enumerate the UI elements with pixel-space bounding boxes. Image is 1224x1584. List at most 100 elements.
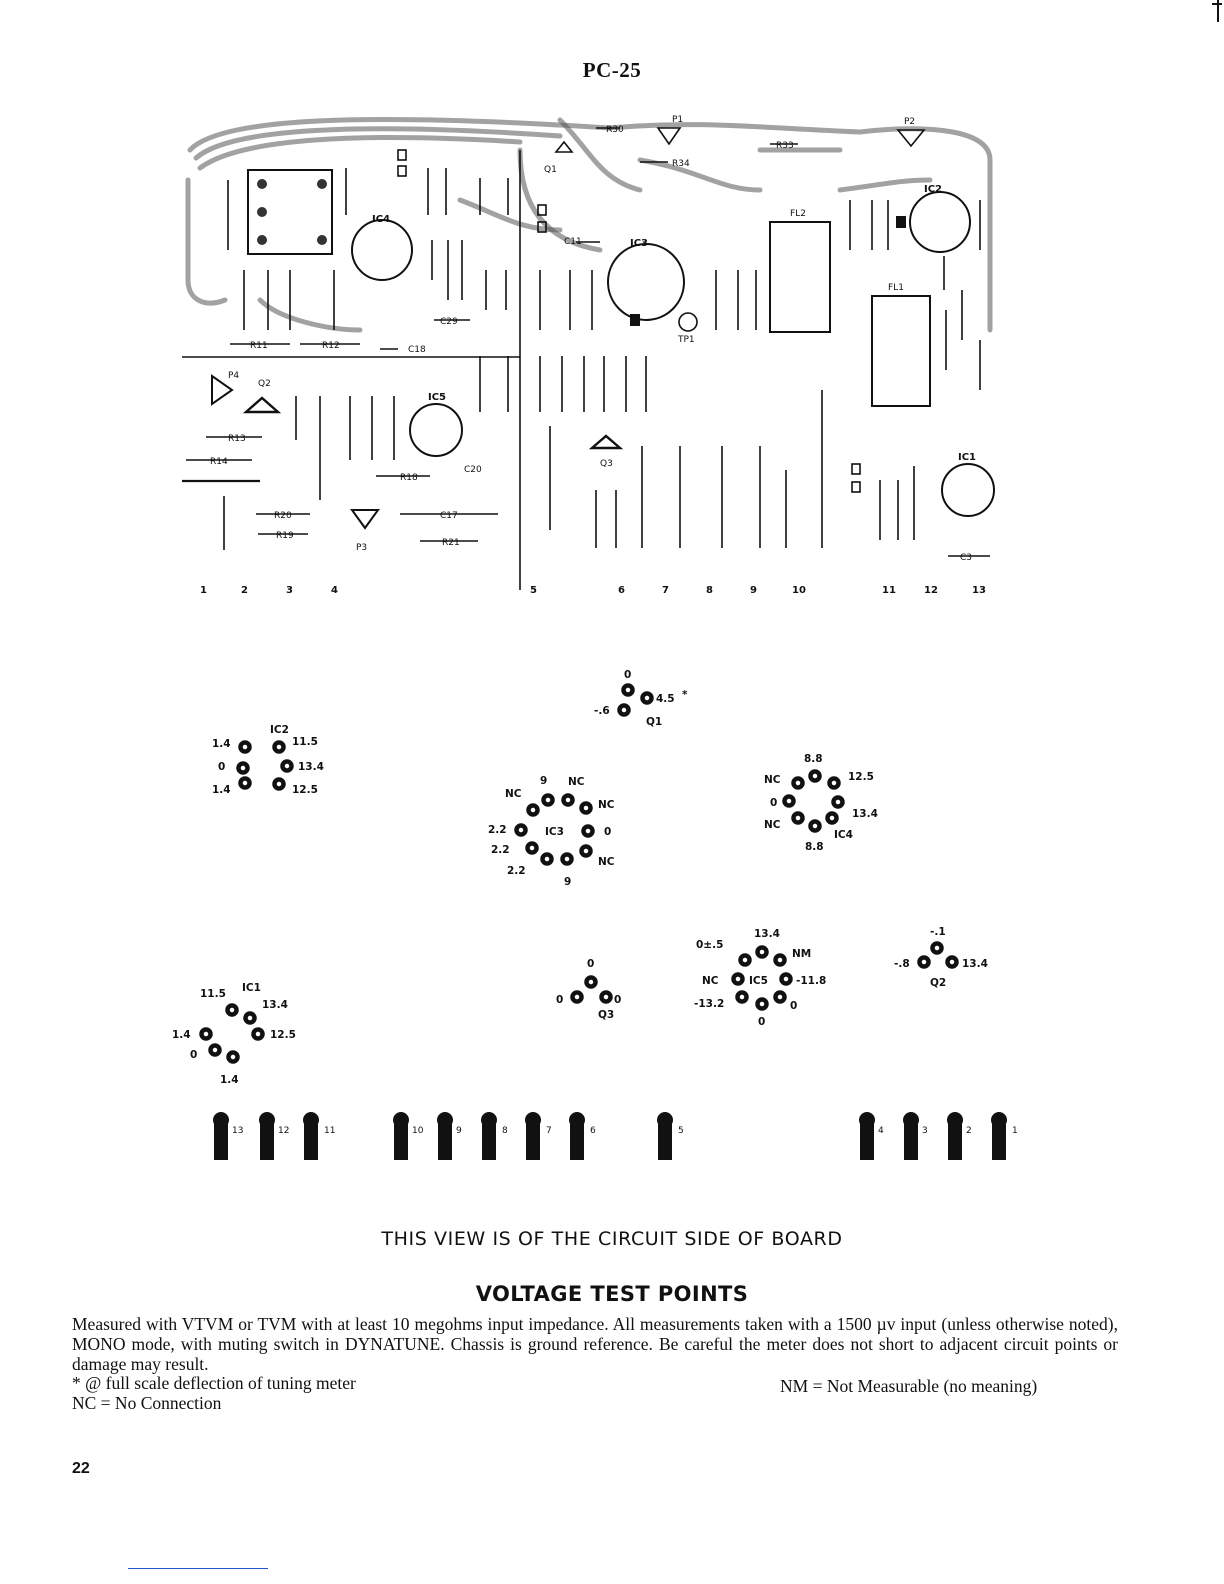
pin-voltage: 0 xyxy=(614,994,621,1006)
svg-text:5: 5 xyxy=(678,1126,684,1136)
edge-terminal: 12 xyxy=(259,1112,289,1160)
svg-text:TP1: TP1 xyxy=(677,335,695,345)
pin-voltage: 2.2 xyxy=(491,844,510,856)
pin-voltage: 13.4 xyxy=(262,999,288,1011)
socket-ic2: IC2 1.4 0 1.4 11.5 13.4 12.5 xyxy=(212,724,324,796)
svg-text:8: 8 xyxy=(502,1126,508,1136)
edge-terminal: 8 xyxy=(481,1112,508,1160)
top-components xyxy=(247,127,971,407)
pin-voltage: 0 xyxy=(218,761,225,773)
svg-text:IC3: IC3 xyxy=(630,238,648,249)
terminal-number: 1 xyxy=(200,585,207,596)
pin-voltage: 4.5 xyxy=(656,693,675,705)
socket-label: IC5 xyxy=(749,975,768,987)
svg-text:12: 12 xyxy=(278,1126,289,1136)
pin-voltage: NC xyxy=(505,788,522,800)
socket-label: IC1 xyxy=(242,982,261,994)
page-number: 22 xyxy=(72,1460,90,1477)
svg-text:R20: R20 xyxy=(274,511,292,521)
socket-q2: -.1 -.8 13.4 Q2 xyxy=(894,926,988,989)
edge-terminal: 4 xyxy=(859,1112,884,1160)
socket-q1: 0 4.5 * -.6 Q1 xyxy=(594,669,688,728)
pin-voltage: -13.2 xyxy=(694,998,724,1010)
pin-voltage: 12.5 xyxy=(848,771,874,783)
terminal-number: 9 xyxy=(750,585,757,596)
svg-text:Q1: Q1 xyxy=(544,165,557,175)
terminal-number: 10 xyxy=(792,585,806,596)
socket-label: IC3 xyxy=(545,826,564,838)
svg-text:C18: C18 xyxy=(408,345,426,355)
svg-text:P3: P3 xyxy=(356,543,367,553)
pin-voltage: NC xyxy=(764,819,781,831)
svg-text:P4: P4 xyxy=(228,371,239,381)
svg-text:11: 11 xyxy=(324,1126,335,1136)
edge-terminal: 11 xyxy=(303,1112,335,1160)
svg-text:IC4: IC4 xyxy=(372,214,390,225)
pin-voltage: 0 xyxy=(604,826,611,838)
socket-ic5: 13.4 0±.5 NM NC IC5 -11.8 -13.2 0 0 xyxy=(694,928,826,1028)
component-labels: R30 P1 R33 P2 R34 IC2 IC4 IC3 FL2 FL1 TP… xyxy=(210,115,976,563)
edge-terminal: 13 xyxy=(213,1112,243,1160)
pin-voltage: NC xyxy=(764,774,781,786)
pin-voltage: NC xyxy=(702,975,719,987)
svg-text:R12: R12 xyxy=(322,341,340,351)
svg-text:R13: R13 xyxy=(228,434,246,444)
svg-text:IC5: IC5 xyxy=(428,392,446,403)
terminal-number: 8 xyxy=(706,585,713,596)
edge-terminal: 9 xyxy=(437,1112,462,1160)
svg-text:R34: R34 xyxy=(672,159,690,169)
svg-text:IC2: IC2 xyxy=(924,184,942,195)
svg-text:9: 9 xyxy=(456,1126,462,1136)
socket-q3: 0 0 0 Q3 xyxy=(556,958,621,1021)
terminal-number: 11 xyxy=(882,585,896,596)
pin-voltage: 0 xyxy=(790,1000,797,1012)
terminal-number: 2 xyxy=(241,585,248,596)
pin-voltage: 12.5 xyxy=(292,784,318,796)
pin-voltage: 2.2 xyxy=(488,824,507,836)
svg-text:C20: C20 xyxy=(464,465,482,475)
socket-ic4: 8.8 NC 12.5 0 13.4 NC IC4 8.8 xyxy=(764,753,878,853)
pin-voltage: 1.4 xyxy=(172,1029,191,1041)
pin-voltage: -.8 xyxy=(894,958,910,970)
svg-text:R18: R18 xyxy=(400,473,418,483)
pin-voltage: 9 xyxy=(564,876,571,888)
svg-text:R14: R14 xyxy=(210,457,228,467)
pin-voltage: 0 xyxy=(556,994,563,1006)
svg-text:R30: R30 xyxy=(606,125,624,135)
svg-text:R33: R33 xyxy=(776,141,794,151)
svg-text:R11: R11 xyxy=(250,341,268,351)
pin-voltage: -.6 xyxy=(594,705,610,717)
star-footnote: * @ full scale deflection of tuning mete… xyxy=(72,1373,356,1393)
svg-text:7: 7 xyxy=(546,1126,552,1136)
pin-voltage: NM xyxy=(792,948,811,960)
pin-voltage: 2.2 xyxy=(507,865,526,877)
pin-voltage: 8.8 xyxy=(804,753,823,765)
socket-label: IC2 xyxy=(270,724,289,736)
svg-text:C29: C29 xyxy=(440,317,458,327)
pin-voltage: 0 xyxy=(587,958,594,970)
footer-rule xyxy=(128,1568,268,1569)
pin-voltage: 0 xyxy=(624,669,631,681)
svg-text:13: 13 xyxy=(232,1126,243,1136)
edge-terminal: 3 xyxy=(903,1112,928,1160)
terminal-number: 13 xyxy=(972,585,986,596)
socket-ic3: 9 NC NC NC 2.2 IC3 0 2.2 NC 2.2 9 xyxy=(488,775,615,888)
svg-text:FL1: FL1 xyxy=(888,283,904,293)
socket-label: Q3 xyxy=(598,1009,614,1021)
socket-label: Q2 xyxy=(930,977,946,989)
svg-text:R21: R21 xyxy=(442,538,460,548)
terminal-number-row: 1 2 3 4 5 6 7 8 9 10 11 12 13 xyxy=(200,585,986,596)
top-leads xyxy=(182,127,981,590)
socket-label: IC4 xyxy=(834,829,853,841)
pin-voltage: NC xyxy=(568,776,585,788)
pin-voltage: 1.4 xyxy=(220,1074,239,1086)
terminal-number: 12 xyxy=(924,585,938,596)
svg-text:IC1: IC1 xyxy=(958,452,976,463)
svg-text:Q2: Q2 xyxy=(258,379,271,389)
pin-voltage: 13.4 xyxy=(754,928,780,940)
svg-text:Q3: Q3 xyxy=(600,459,613,469)
board-traces xyxy=(185,116,993,333)
terminal-number: 4 xyxy=(331,585,338,596)
edge-terminal: 1 xyxy=(991,1112,1018,1160)
pin-voltage: 13.4 xyxy=(852,808,878,820)
